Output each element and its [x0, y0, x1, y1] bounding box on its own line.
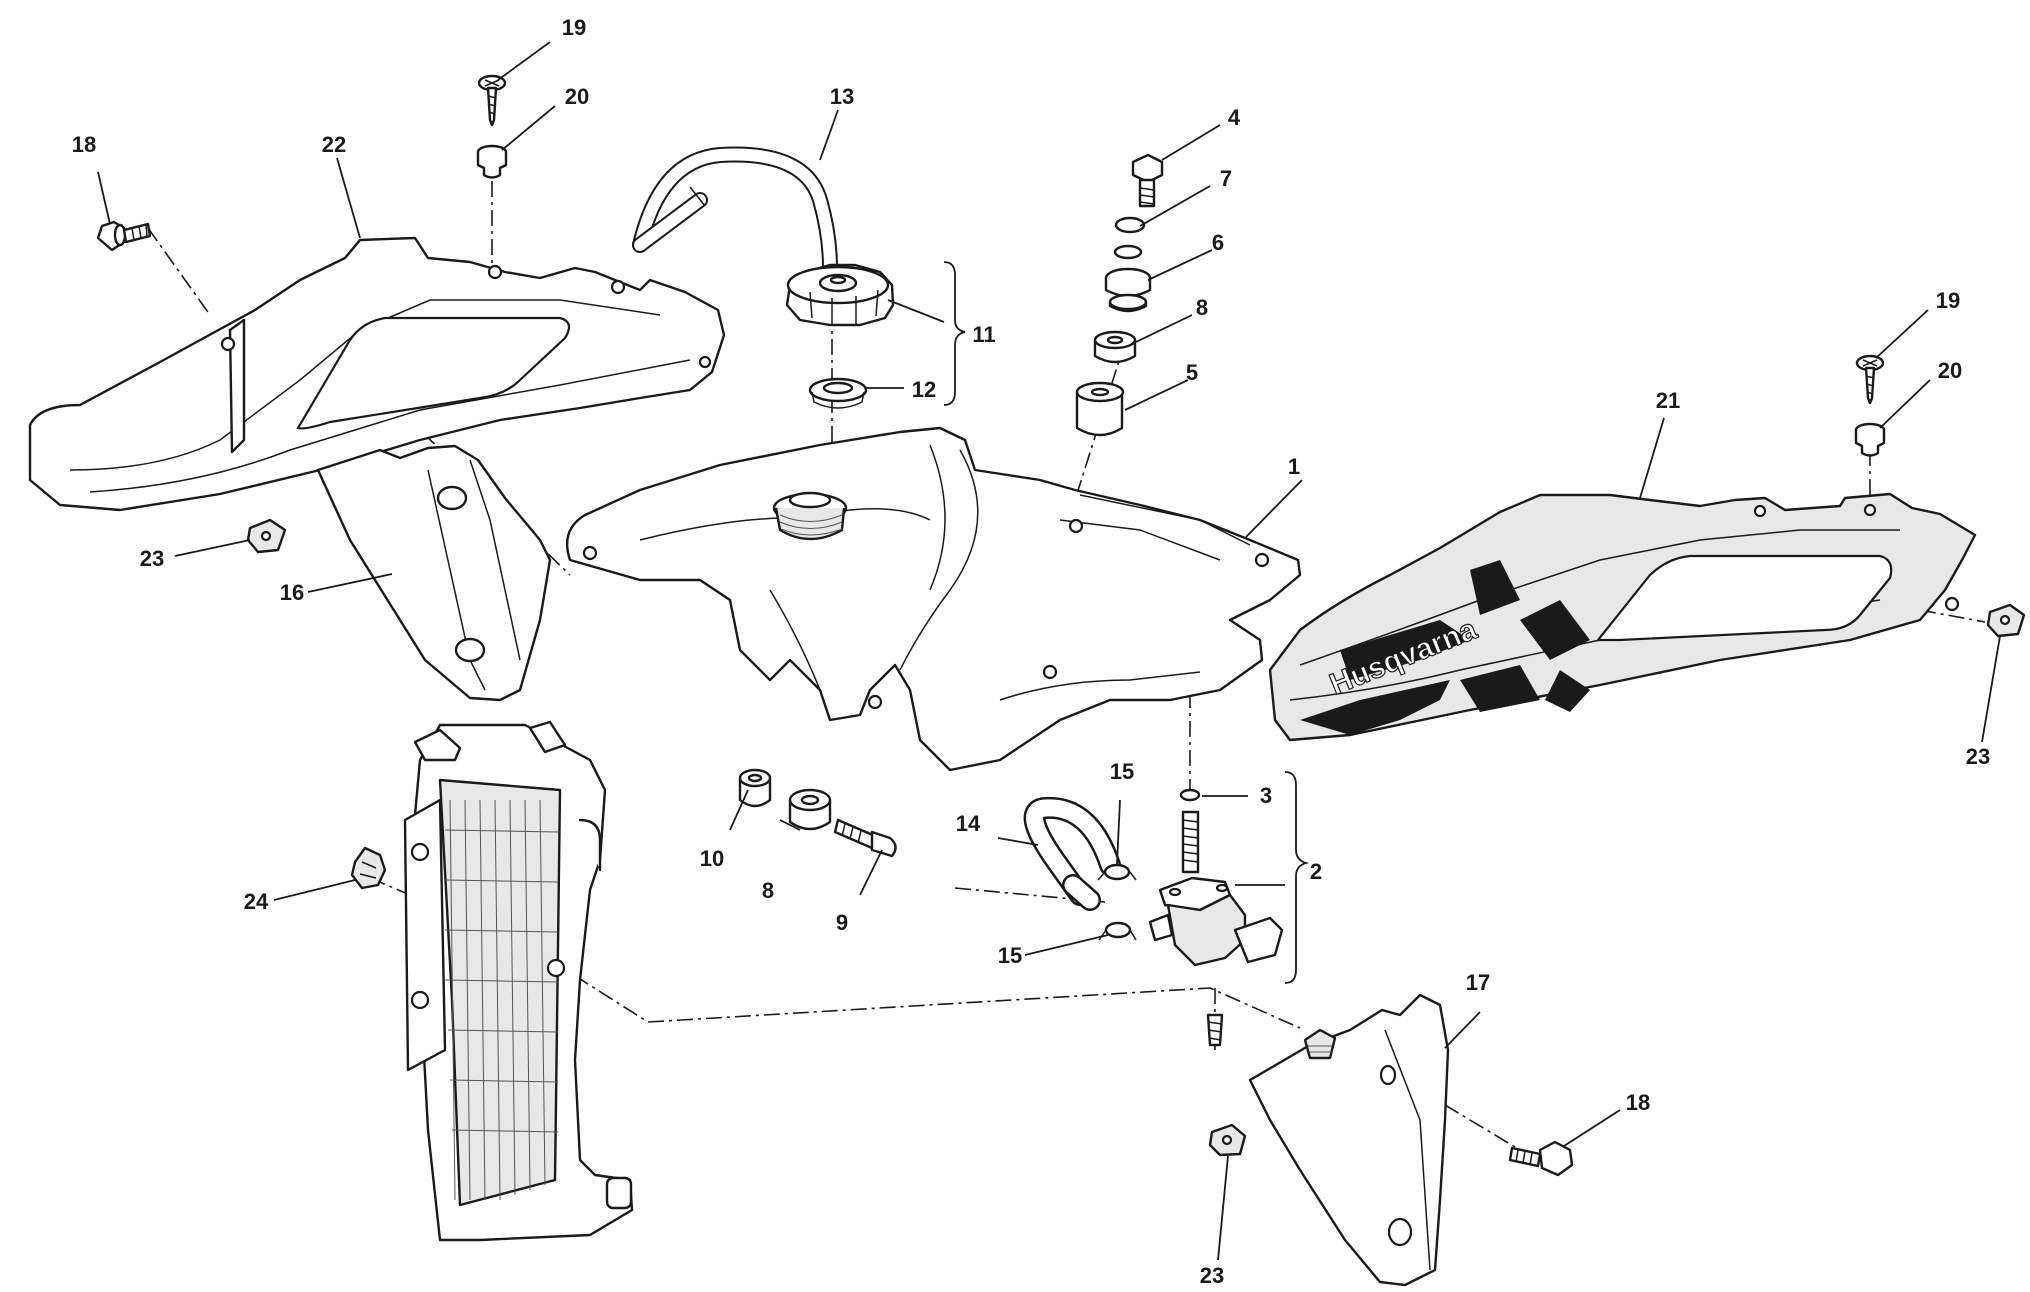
callout-4: 4 — [1228, 105, 1241, 130]
callout-19-left: 19 — [562, 15, 586, 40]
callout-18-left: 18 — [72, 132, 96, 157]
left-spoiler — [316, 444, 552, 702]
callout-13: 13 — [830, 84, 854, 109]
washer-7 — [1114, 216, 1146, 234]
callout-17: 17 — [1466, 970, 1490, 995]
callout-21: 21 — [1656, 388, 1680, 413]
callout-6: 6 — [1212, 230, 1224, 255]
callout-14: 14 — [956, 811, 981, 836]
screw-19-left — [477, 74, 507, 127]
callout-3: 3 — [1260, 783, 1272, 808]
callout-5: 5 — [1186, 360, 1198, 385]
screw-19-right — [1855, 354, 1885, 405]
left-radiator-shroud — [28, 236, 726, 512]
radiator-clip — [350, 846, 387, 890]
callout-20-left: 20 — [565, 84, 589, 109]
radiator — [403, 720, 634, 1242]
callout-7: 7 — [1220, 166, 1232, 191]
tank-bolt — [1131, 153, 1164, 208]
bolt-18-right — [1508, 1140, 1574, 1177]
callout-10: 10 — [700, 846, 724, 871]
callout-15-lower: 15 — [998, 943, 1022, 968]
grommet-20-right — [1854, 422, 1886, 457]
callout-23-left: 23 — [140, 546, 164, 571]
right-radiator-shroud: Husqvarna — [1268, 492, 1977, 742]
spacer-8-top — [1093, 330, 1137, 364]
callout-16: 16 — [280, 580, 304, 605]
rubber-bushing — [1104, 244, 1152, 313]
callout-18-right: 18 — [1626, 1090, 1650, 1115]
fuel-hose — [1023, 796, 1121, 911]
cap-gasket — [808, 377, 868, 409]
sleeve-5 — [1075, 381, 1125, 437]
bolt-18-left — [96, 220, 152, 252]
callout-12: 12 — [912, 377, 936, 402]
right-spoiler — [1248, 993, 1450, 1287]
fuel-cap — [785, 263, 895, 327]
brace-11 — [943, 261, 966, 406]
callout-24: 24 — [244, 889, 269, 914]
brace-2 — [1284, 771, 1310, 984]
spacer-8-bottom — [788, 788, 832, 831]
hose-clamp-upper — [1097, 863, 1137, 881]
leader-lines — [97, 41, 2001, 1261]
fuel-tank — [565, 426, 1302, 772]
vent-hose — [632, 146, 838, 276]
grommet-20-left — [476, 144, 508, 179]
callout-1: 1 — [1288, 454, 1300, 479]
callout-23-right: 23 — [1966, 744, 1990, 769]
clip-23-bottom — [1208, 1123, 1247, 1157]
bolt-9 — [833, 818, 897, 858]
callout-8-bottom: 8 — [762, 878, 774, 903]
callout-20-right: 20 — [1938, 358, 1962, 383]
callout-22: 22 — [322, 132, 346, 157]
callout-9: 9 — [836, 910, 848, 935]
fuel-tap — [1148, 810, 1284, 1047]
callout-15-upper: 15 — [1110, 759, 1134, 784]
hose-clamp-lower — [1098, 921, 1137, 941]
o-ring-3 — [1179, 788, 1201, 802]
clip-23-right — [1986, 603, 2026, 638]
callout-11: 11 — [972, 322, 995, 347]
callout-8-top: 8 — [1196, 295, 1208, 320]
callout-19-right: 19 — [1936, 288, 1960, 313]
callout-23-bottom: 23 — [1200, 1263, 1224, 1288]
callout-labels: 1 2 3 4 5 6 7 8 8 9 10 11 12 13 14 15 15… — [72, 15, 1990, 1288]
clip-23-left — [246, 518, 287, 554]
callout-2: 2 — [1310, 859, 1322, 884]
bushing-10 — [738, 768, 772, 808]
